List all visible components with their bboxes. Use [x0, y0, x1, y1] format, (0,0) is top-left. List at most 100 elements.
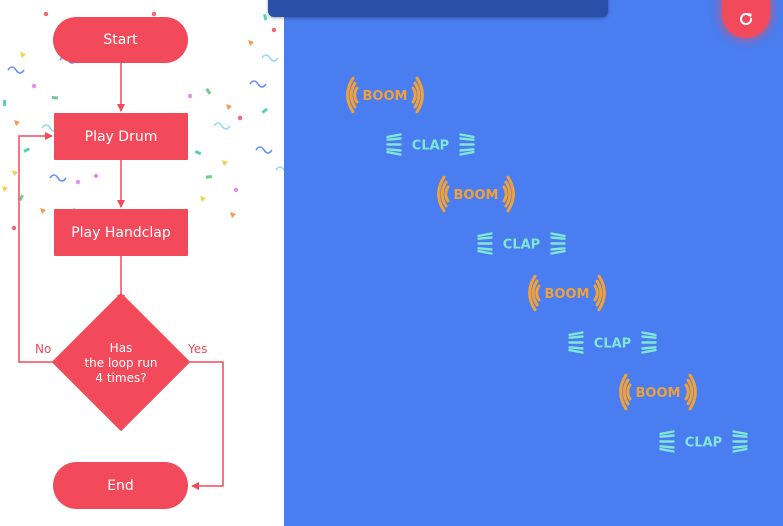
- confetti-piece: [261, 54, 279, 62]
- confetti-piece: [248, 40, 254, 46]
- stage-top-tab: [268, 0, 608, 17]
- sound-wave-left: [528, 274, 537, 312]
- sound-wave-right: [411, 86, 417, 104]
- boom-sound-badge: BOOM: [437, 175, 515, 213]
- boom-sound-badge: BOOM: [528, 274, 606, 312]
- confetti-piece: [275, 166, 284, 172]
- arrow-no-loop-back: [18, 132, 68, 363]
- confetti-piece: [213, 122, 231, 130]
- clap-label: CLAP: [594, 337, 631, 352]
- sound-wave-right: [593, 284, 599, 302]
- clap-line-right: [459, 150, 475, 156]
- clap-line-left: [659, 434, 675, 438]
- no-branch-label: No: [35, 342, 52, 356]
- confetti-piece: [2, 186, 8, 192]
- confetti-piece: [31, 83, 37, 89]
- clap-line-right: [641, 348, 657, 354]
- sound-wave-right: [506, 175, 515, 213]
- confetti-piece: [75, 179, 81, 185]
- boom-label: BOOM: [454, 188, 499, 203]
- sound-wave-left: [437, 175, 446, 213]
- clap-line-left: [477, 236, 493, 240]
- sound-wave-left: [444, 185, 450, 203]
- clap-line-left: [386, 150, 402, 156]
- decision-text: Has the loop run 4 times?: [66, 338, 176, 388]
- flowchart-connectors: [18, 63, 224, 490]
- clap-line-right: [641, 331, 657, 337]
- clap-sound-badge: CLAP: [659, 430, 748, 453]
- clap-line-right: [550, 247, 566, 251]
- arrow-yes-to-end: [176, 361, 224, 490]
- confetti-piece: [249, 80, 267, 88]
- decision-line-1: Has: [109, 340, 133, 355]
- confetti-piece: [93, 173, 99, 179]
- play-handclap-node: Play Handclap: [54, 209, 188, 256]
- sound-wave-left: [353, 86, 359, 104]
- clap-line-left: [477, 247, 493, 251]
- clap-line-right: [550, 232, 566, 238]
- confetti-piece: [18, 194, 25, 202]
- confetti-piece: [205, 175, 212, 179]
- clap-sound-badge: CLAP: [477, 232, 566, 255]
- confetti-piece: [237, 115, 243, 121]
- confetti-piece: [3, 100, 7, 107]
- sound-wave-left: [535, 284, 541, 302]
- confetti-piece: [263, 14, 268, 21]
- confetti-piece: [49, 174, 67, 182]
- clap-line-right: [732, 445, 748, 449]
- clap-label: CLAP: [685, 436, 722, 451]
- confetti-piece: [205, 88, 212, 95]
- boom-label: BOOM: [636, 386, 681, 401]
- confetti-piece: [233, 187, 239, 193]
- clap-sound-badge: CLAP: [386, 133, 475, 156]
- clap-line-right: [641, 346, 657, 350]
- confetti-piece: [230, 212, 236, 218]
- confetti-piece: [226, 104, 232, 110]
- confetti-piece: [7, 66, 25, 74]
- sound-wave-right: [688, 373, 697, 411]
- playback-stage: BOOM CLAP BOOM CLAP BOOM CLAP BOOM CLAP: [268, 0, 783, 526]
- decision-line-3: 4 times?: [95, 370, 147, 385]
- confetti-piece: [194, 150, 202, 156]
- clap-line-left: [386, 133, 402, 139]
- refresh-icon: [740, 13, 753, 25]
- sound-wave-left: [619, 373, 628, 411]
- flowchart-panel: Start Play Drum Play Handclap Has the lo…: [0, 0, 284, 526]
- decision-line-2: the loop run: [84, 355, 158, 370]
- play-drum-node: Play Drum: [54, 113, 188, 160]
- clap-line-right: [732, 434, 748, 438]
- sound-wave-right: [686, 378, 694, 406]
- sound-wave-right: [502, 185, 508, 203]
- boom-sound-badge: BOOM: [346, 76, 424, 114]
- clap-line-right: [550, 236, 566, 240]
- sound-wave-left: [626, 383, 632, 401]
- sound-wave-left: [346, 76, 355, 114]
- sound-wave-right: [413, 81, 421, 109]
- clap-line-left: [568, 346, 584, 350]
- confetti-piece: [23, 147, 31, 153]
- confetti-piece: [261, 107, 269, 114]
- clap-line-left: [659, 445, 675, 449]
- clap-line-left: [568, 348, 584, 354]
- boom-label: BOOM: [363, 89, 408, 104]
- clap-line-right: [732, 430, 748, 436]
- clap-line-right: [459, 133, 475, 139]
- sound-sequence: BOOM CLAP BOOM CLAP BOOM CLAP BOOM CLAP: [346, 76, 748, 453]
- confetti-piece: [40, 208, 46, 214]
- sound-wave-right: [504, 180, 512, 208]
- confetti-piece: [14, 120, 20, 126]
- confetti-piece: [200, 196, 206, 202]
- sound-wave-right: [597, 274, 606, 312]
- confetti-piece: [20, 52, 26, 58]
- confetti-piece: [255, 146, 273, 154]
- end-node: End: [53, 462, 188, 509]
- confetti-piece: [51, 95, 58, 100]
- confetti-piece: [11, 225, 17, 231]
- clap-line-right: [459, 148, 475, 152]
- sound-wave-left: [622, 378, 630, 406]
- confetti-piece: [271, 27, 277, 33]
- restart-button[interactable]: [722, 0, 770, 38]
- sound-wave-right: [595, 279, 603, 307]
- confetti-piece: [151, 11, 157, 17]
- clap-line-right: [641, 335, 657, 339]
